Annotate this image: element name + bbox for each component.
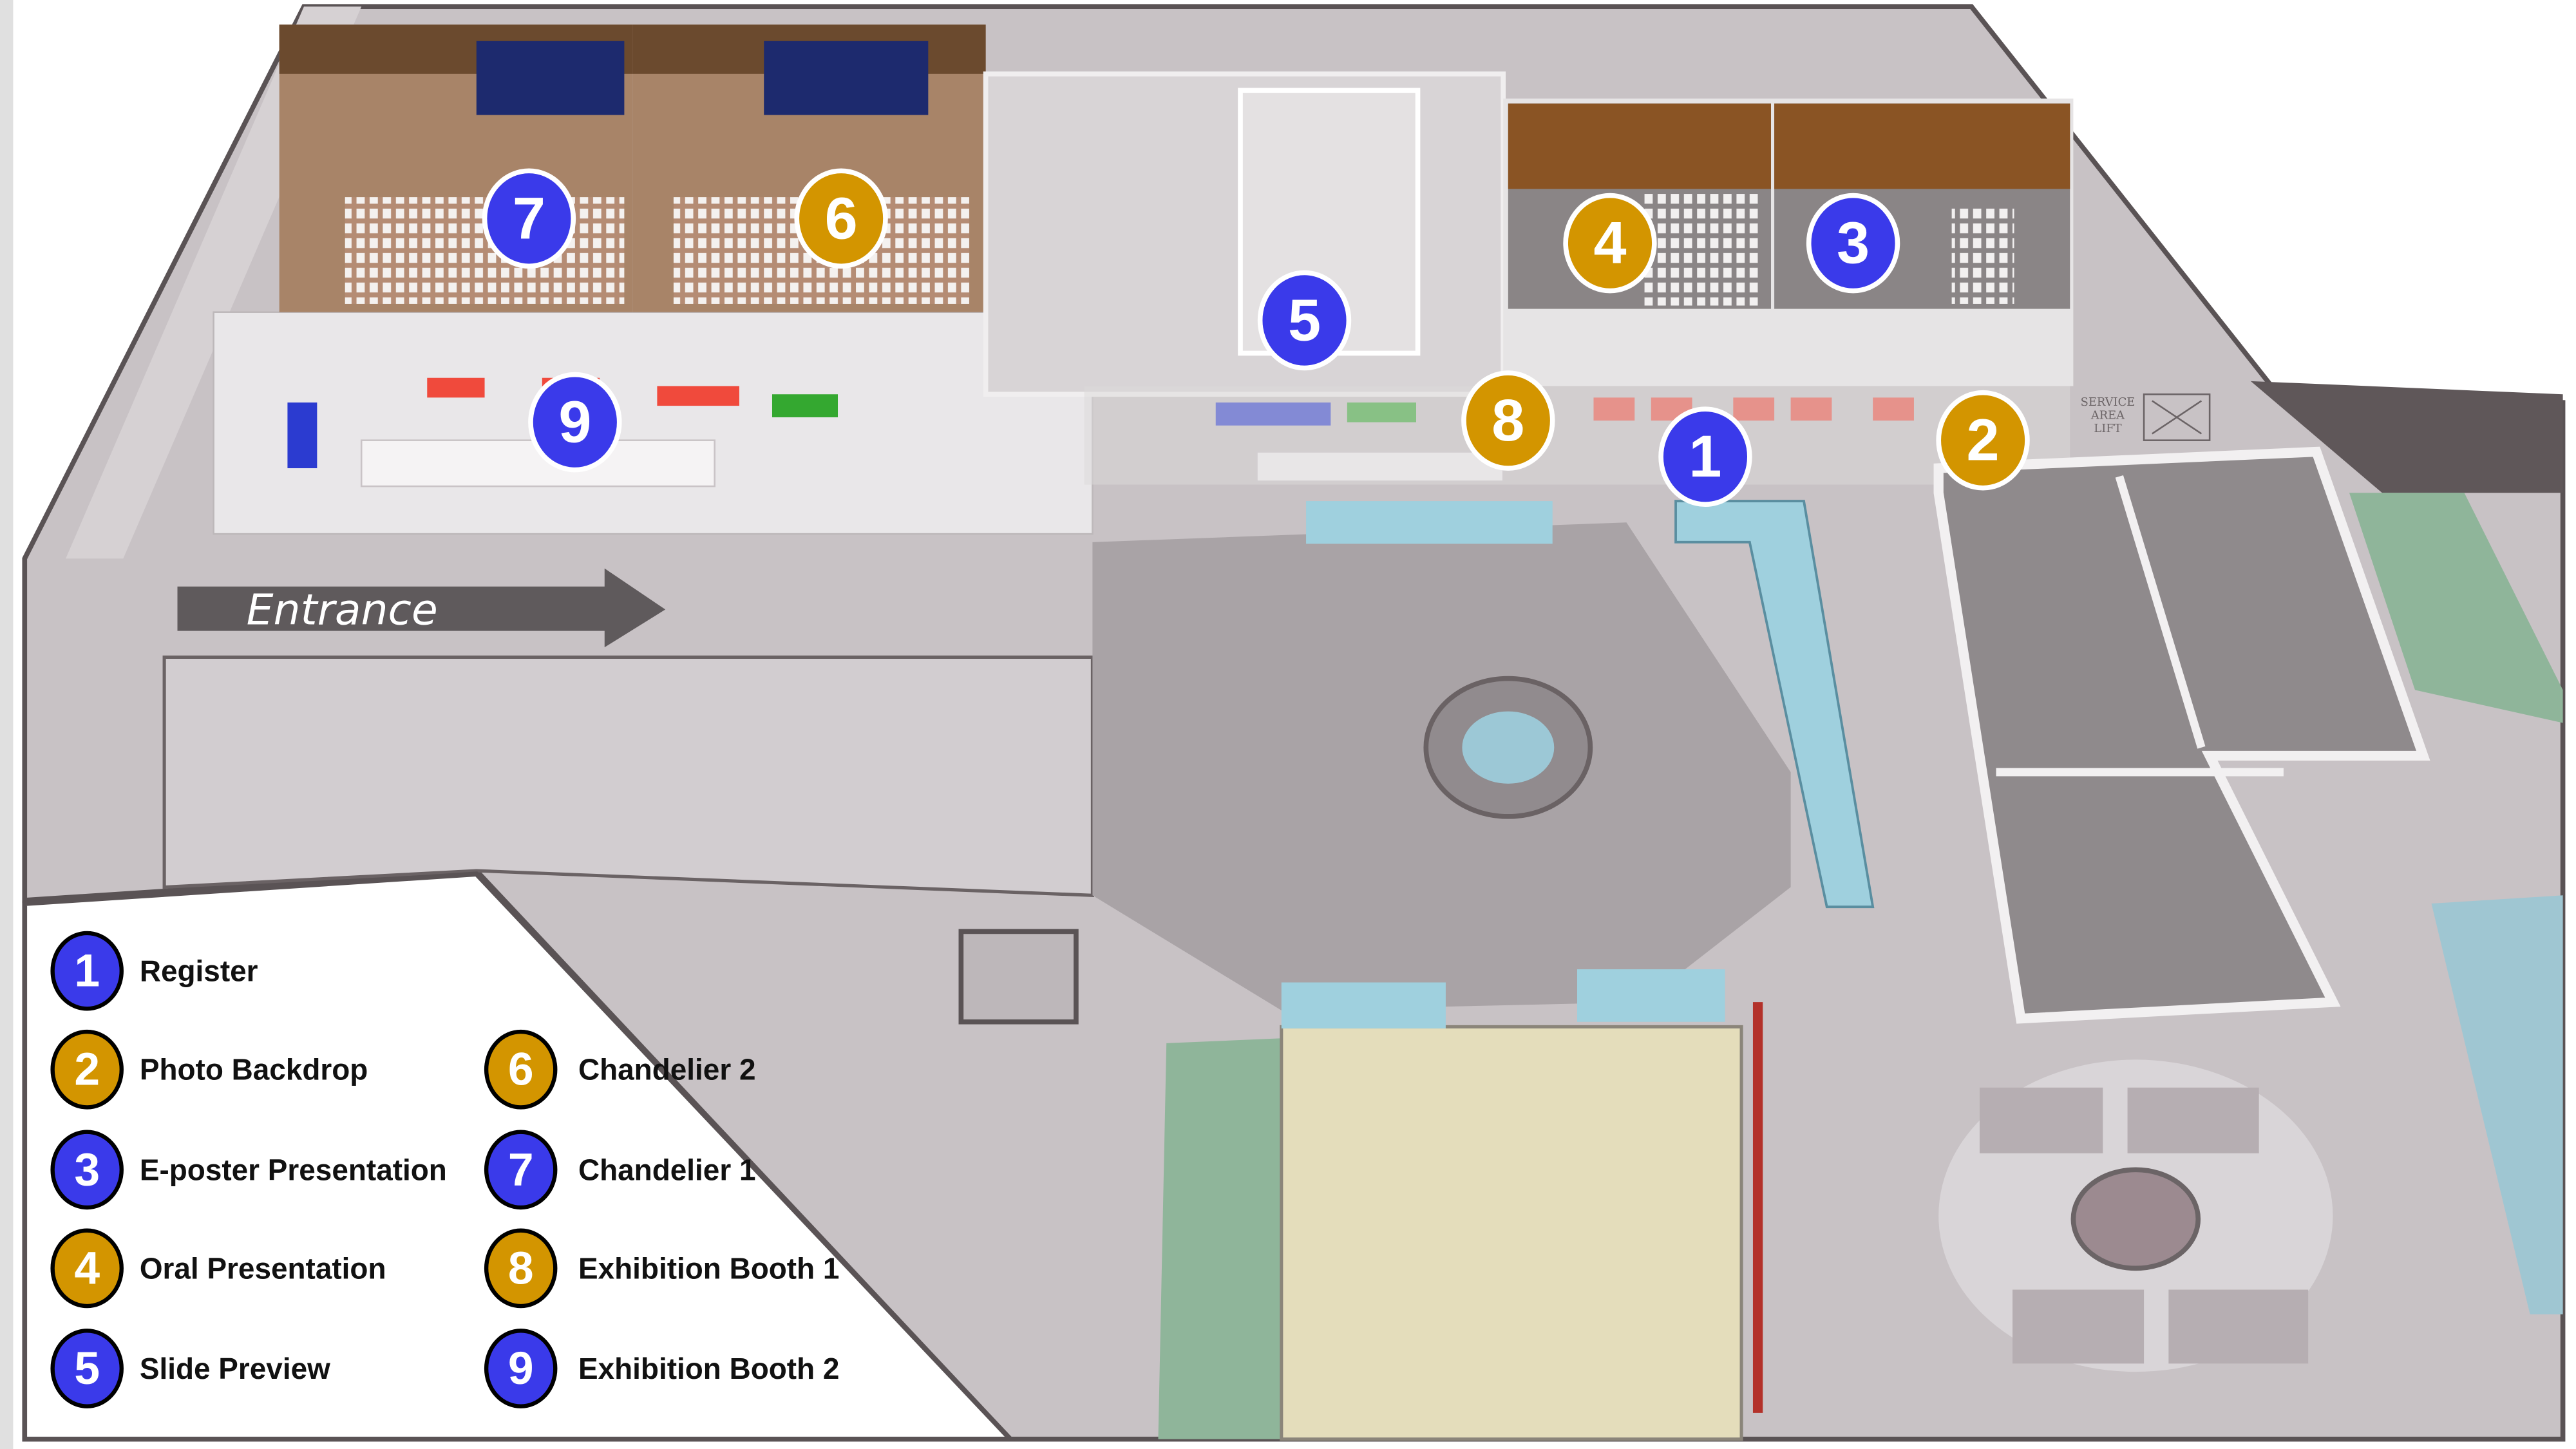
legend-item: 1 Register — [50, 931, 258, 1011]
legend-badge — [50, 1029, 124, 1110]
marker-3[interactable]: 3 — [1806, 193, 1900, 294]
water-right — [2431, 895, 2563, 1314]
fountain — [1423, 676, 1593, 819]
bottom-pool-right — [1577, 969, 1725, 1022]
svg-text:Chandelier 2: Chandelier 2 — [578, 1053, 756, 1086]
stairwell — [958, 929, 1079, 1025]
svg-text:E-poster Presentation: E-poster Presentation — [140, 1153, 447, 1186]
legend-item: 9 Exhibition Booth 2 — [484, 1329, 839, 1408]
marker-7[interactable]: 7 — [482, 168, 576, 269]
svg-text:9: 9 — [558, 390, 591, 455]
legend-badge — [50, 931, 124, 1011]
map-markers: 7 6 5 4 3 9 8 1 2 — [482, 168, 2030, 507]
legend-badge — [484, 1029, 558, 1110]
svg-text:Register: Register — [140, 954, 258, 988]
marker-6[interactable]: 6 — [794, 168, 888, 269]
marker-badge — [1658, 406, 1752, 507]
svg-text:5: 5 — [74, 1343, 100, 1394]
marker-8[interactable]: 8 — [1461, 370, 1555, 471]
svg-text:Chandelier 1: Chandelier 1 — [578, 1153, 756, 1186]
legend-item: 7 Chandelier 1 — [484, 1130, 756, 1210]
round-garden — [1938, 1059, 2333, 1372]
marker-badge — [482, 168, 576, 269]
svg-text:4: 4 — [1593, 211, 1626, 276]
legend-item: 6 Chandelier 2 — [484, 1029, 756, 1110]
svg-text:5: 5 — [1288, 287, 1321, 353]
legend: 1 Register 2 Photo Backdrop 3 E-poster Pres… — [50, 931, 839, 1408]
legend-badge — [50, 1130, 124, 1210]
legend-item: 3 E-poster Presentation — [50, 1130, 447, 1210]
green-area-right — [2349, 493, 2563, 723]
svg-text:8: 8 — [508, 1242, 534, 1294]
main-corridor — [1084, 386, 2070, 485]
svg-text:7: 7 — [513, 185, 545, 251]
marker-badge — [528, 372, 622, 473]
svg-text:2: 2 — [1967, 408, 2000, 473]
legend-badge — [484, 1130, 558, 1210]
legend-badge — [50, 1329, 124, 1408]
svg-text:6: 6 — [825, 185, 858, 251]
frame-edge — [0, 0, 14, 1449]
legend-badge — [484, 1329, 558, 1408]
hall-building — [213, 311, 1094, 535]
parking-area — [162, 655, 1094, 897]
marker-5[interactable]: 5 — [1257, 270, 1352, 371]
water-channel — [1674, 500, 1875, 909]
marker-2[interactable]: 2 — [1936, 390, 2030, 491]
svg-text:SERVICE: SERVICE — [2081, 395, 2136, 409]
room-chandelier-2 — [632, 24, 986, 312]
svg-text:Slide Preview: Slide Preview — [140, 1352, 330, 1385]
svg-text:6: 6 — [508, 1044, 534, 1095]
svg-text:1: 1 — [74, 945, 100, 997]
marker-badge — [1936, 390, 2030, 491]
svg-text:2: 2 — [74, 1044, 100, 1095]
svg-text:Photo Backdrop: Photo Backdrop — [140, 1053, 368, 1086]
svg-text:AREA: AREA — [2090, 409, 2125, 422]
marker-badge — [1461, 370, 1555, 471]
svg-text:7: 7 — [508, 1144, 534, 1195]
svg-text:Exhibition Booth 1: Exhibition Booth 1 — [578, 1251, 839, 1285]
legend-item: 8 Exhibition Booth 1 — [484, 1228, 839, 1309]
dark-ramp — [2250, 381, 2563, 493]
green-area-bottom — [1158, 1038, 1282, 1439]
legend-item: 5 Slide Preview — [50, 1329, 330, 1408]
svg-text:3: 3 — [1837, 211, 1870, 276]
svg-text:9: 9 — [508, 1343, 534, 1394]
marker-badge — [1806, 193, 1900, 294]
marker-badge — [1257, 270, 1352, 371]
marker-9[interactable]: 9 — [528, 372, 622, 473]
svg-text:Oral Presentation: Oral Presentation — [140, 1251, 386, 1285]
red-barrier — [1752, 1002, 1763, 1413]
marker-1[interactable]: 1 — [1658, 406, 1752, 507]
marker-4[interactable]: 4 — [1563, 193, 1657, 294]
svg-text:8: 8 — [1492, 388, 1524, 453]
service-lift: SERVICE AREA LIFT — [2081, 393, 2211, 441]
entrance-label: Entrance — [247, 584, 438, 634]
marker-badge — [794, 168, 888, 269]
legend-badge — [50, 1228, 124, 1309]
entrance-arrow: Entrance — [177, 568, 666, 648]
svg-text:4: 4 — [74, 1242, 100, 1294]
bottom-pool-left — [1281, 982, 1446, 1028]
svg-text:Exhibition Booth 2: Exhibition Booth 2 — [578, 1352, 839, 1385]
room-chandelier-1 — [279, 24, 633, 312]
legend-item: 2 Photo Backdrop — [50, 1029, 368, 1110]
pool-strip — [1306, 501, 1553, 544]
marker-badge — [1563, 193, 1657, 294]
svg-text:3: 3 — [74, 1144, 100, 1195]
right-building — [1933, 446, 2430, 1024]
bottom-building — [1280, 1025, 1743, 1441]
legend-badge — [484, 1228, 558, 1309]
legend-item: 4 Oral Presentation — [50, 1228, 386, 1309]
room-eposter-presentation — [1774, 103, 2070, 309]
svg-text:LIFT: LIFT — [2094, 422, 2121, 435]
svg-text:1: 1 — [1689, 424, 1721, 489]
